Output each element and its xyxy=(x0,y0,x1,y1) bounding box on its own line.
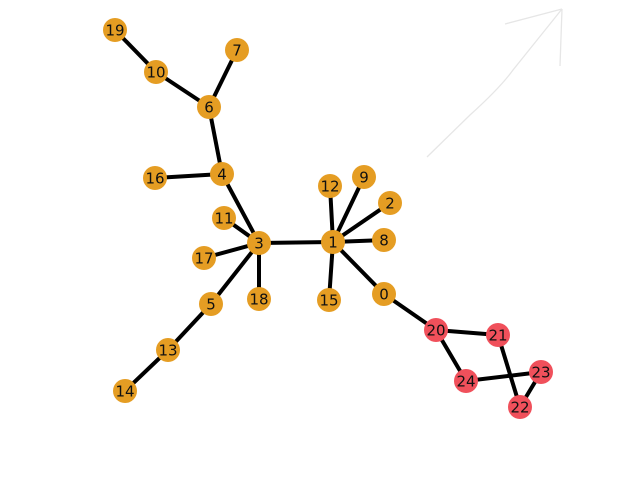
node-label: 21 xyxy=(488,327,507,345)
node-20: 20 xyxy=(424,318,448,342)
node-label: 11 xyxy=(214,210,233,228)
node-16: 16 xyxy=(143,166,167,190)
node-circle xyxy=(372,228,396,252)
node-circle xyxy=(321,230,345,254)
node-2: 2 xyxy=(378,191,402,215)
node-label: 13 xyxy=(158,342,177,360)
node-circle xyxy=(247,287,271,311)
node-circle xyxy=(486,323,510,347)
edge-3-5 xyxy=(209,241,261,306)
node-circle xyxy=(156,338,180,362)
node-circle xyxy=(143,166,167,190)
node-label: 0 xyxy=(379,286,389,304)
node-13: 13 xyxy=(156,338,180,362)
node-circle xyxy=(225,38,249,62)
node-label: 16 xyxy=(145,170,164,188)
node-label: 6 xyxy=(204,99,214,117)
node-circle xyxy=(529,360,553,384)
node-3: 3 xyxy=(247,231,271,255)
node-10: 10 xyxy=(144,60,168,84)
node-9: 9 xyxy=(352,165,376,189)
node-circle xyxy=(210,162,234,186)
node-circle xyxy=(247,231,271,255)
node-5: 5 xyxy=(199,292,223,316)
node-label: 4 xyxy=(217,166,227,184)
node-label: 17 xyxy=(194,250,213,268)
node-circle xyxy=(317,288,341,312)
node-label: 23 xyxy=(531,364,550,382)
node-19: 19 xyxy=(103,18,127,42)
node-label: 10 xyxy=(146,64,165,82)
node-label: 18 xyxy=(249,291,268,309)
node-label: 7 xyxy=(232,42,242,60)
node-label: 20 xyxy=(426,322,445,340)
node-label: 14 xyxy=(115,383,134,401)
node-6: 6 xyxy=(197,95,221,119)
node-18: 18 xyxy=(247,287,271,311)
node-label: 24 xyxy=(456,373,475,391)
node-circle xyxy=(113,379,137,403)
node-1: 1 xyxy=(321,230,345,254)
node-circle xyxy=(212,206,236,230)
node-circle xyxy=(144,60,168,84)
node-label: 19 xyxy=(105,22,124,40)
edge-1-0 xyxy=(331,240,386,296)
node-label: 12 xyxy=(320,178,339,196)
node-circle xyxy=(103,18,127,42)
node-circle xyxy=(199,292,223,316)
node-22: 22 xyxy=(508,395,532,419)
node-circle xyxy=(424,318,448,342)
edge-1-9 xyxy=(331,175,366,244)
node-label: 5 xyxy=(206,296,216,314)
node-circle xyxy=(372,282,396,306)
node-circle xyxy=(318,174,342,198)
node-12: 12 xyxy=(318,174,342,198)
node-label: 8 xyxy=(379,232,389,250)
edge-3-1 xyxy=(257,240,335,245)
node-circle xyxy=(192,246,216,270)
node-label: 3 xyxy=(254,235,264,253)
node-circle xyxy=(352,165,376,189)
node-circle xyxy=(508,395,532,419)
node-15: 15 xyxy=(317,288,341,312)
node-21: 21 xyxy=(486,323,510,347)
node-17: 17 xyxy=(192,246,216,270)
edge-24-23 xyxy=(464,370,543,383)
node-0: 0 xyxy=(372,282,396,306)
node-circle xyxy=(454,369,478,393)
decorative-arrow xyxy=(426,8,563,158)
node-23: 23 xyxy=(529,360,553,384)
node-circle xyxy=(378,191,402,215)
node-11: 11 xyxy=(212,206,236,230)
edge-4-3 xyxy=(220,172,261,245)
node-label: 15 xyxy=(319,292,338,310)
node-label: 2 xyxy=(385,195,395,213)
node-4: 4 xyxy=(210,162,234,186)
edge-21-22 xyxy=(496,333,522,409)
node-label: 9 xyxy=(359,169,369,187)
node-circle xyxy=(197,95,221,119)
node-14: 14 xyxy=(113,379,137,403)
node-8: 8 xyxy=(372,228,396,252)
node-24: 24 xyxy=(454,369,478,393)
node-7: 7 xyxy=(225,38,249,62)
node-label: 1 xyxy=(328,234,338,252)
node-label: 22 xyxy=(510,399,529,417)
